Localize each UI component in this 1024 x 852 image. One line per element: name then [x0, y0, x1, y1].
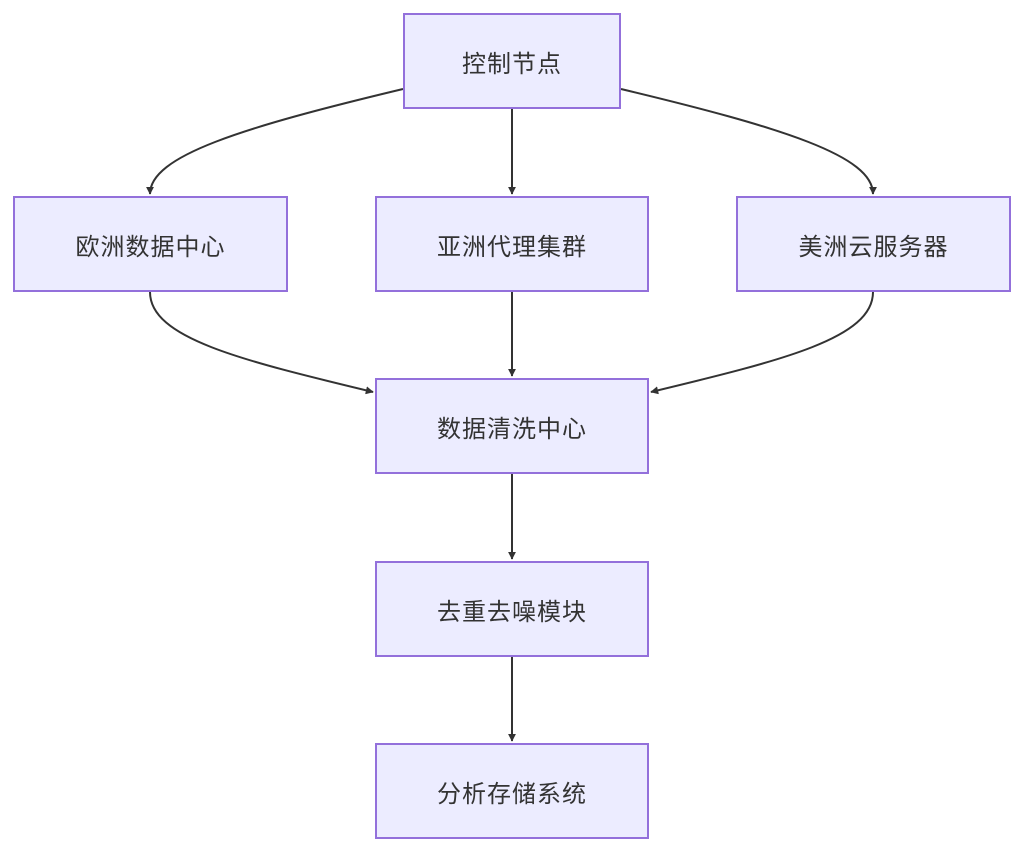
- node-dedup-denoise-module-label: 去重去噪模块: [437, 597, 587, 626]
- node-america-cloud-server: 美洲云服务器: [736, 196, 1011, 292]
- node-control: 控制节点: [403, 13, 621, 109]
- edge-europe-to-clean: [149, 291, 374, 395]
- node-analysis-storage-system-label: 分析存储系统: [437, 779, 587, 808]
- node-asia-proxy-cluster-label: 亚洲代理集群: [437, 232, 587, 261]
- edge-control-to-europe: [146, 88, 404, 195]
- node-data-cleaning-center-label: 数据清洗中心: [437, 414, 587, 443]
- node-analysis-storage-system: 分析存储系统: [375, 743, 649, 839]
- node-europe-datacenter-label: 欧洲数据中心: [75, 232, 226, 261]
- node-data-cleaning-center: 数据清洗中心: [375, 378, 649, 474]
- node-dedup-denoise-module: 去重去噪模块: [375, 561, 649, 657]
- node-asia-proxy-cluster: 亚洲代理集群: [375, 196, 649, 292]
- node-control-label: 控制节点: [462, 49, 562, 78]
- edge-america-to-clean: [650, 291, 874, 395]
- node-europe-datacenter: 欧洲数据中心: [13, 196, 288, 292]
- edge-control-to-america: [620, 88, 877, 195]
- node-america-cloud-server-label: 美洲云服务器: [798, 232, 949, 261]
